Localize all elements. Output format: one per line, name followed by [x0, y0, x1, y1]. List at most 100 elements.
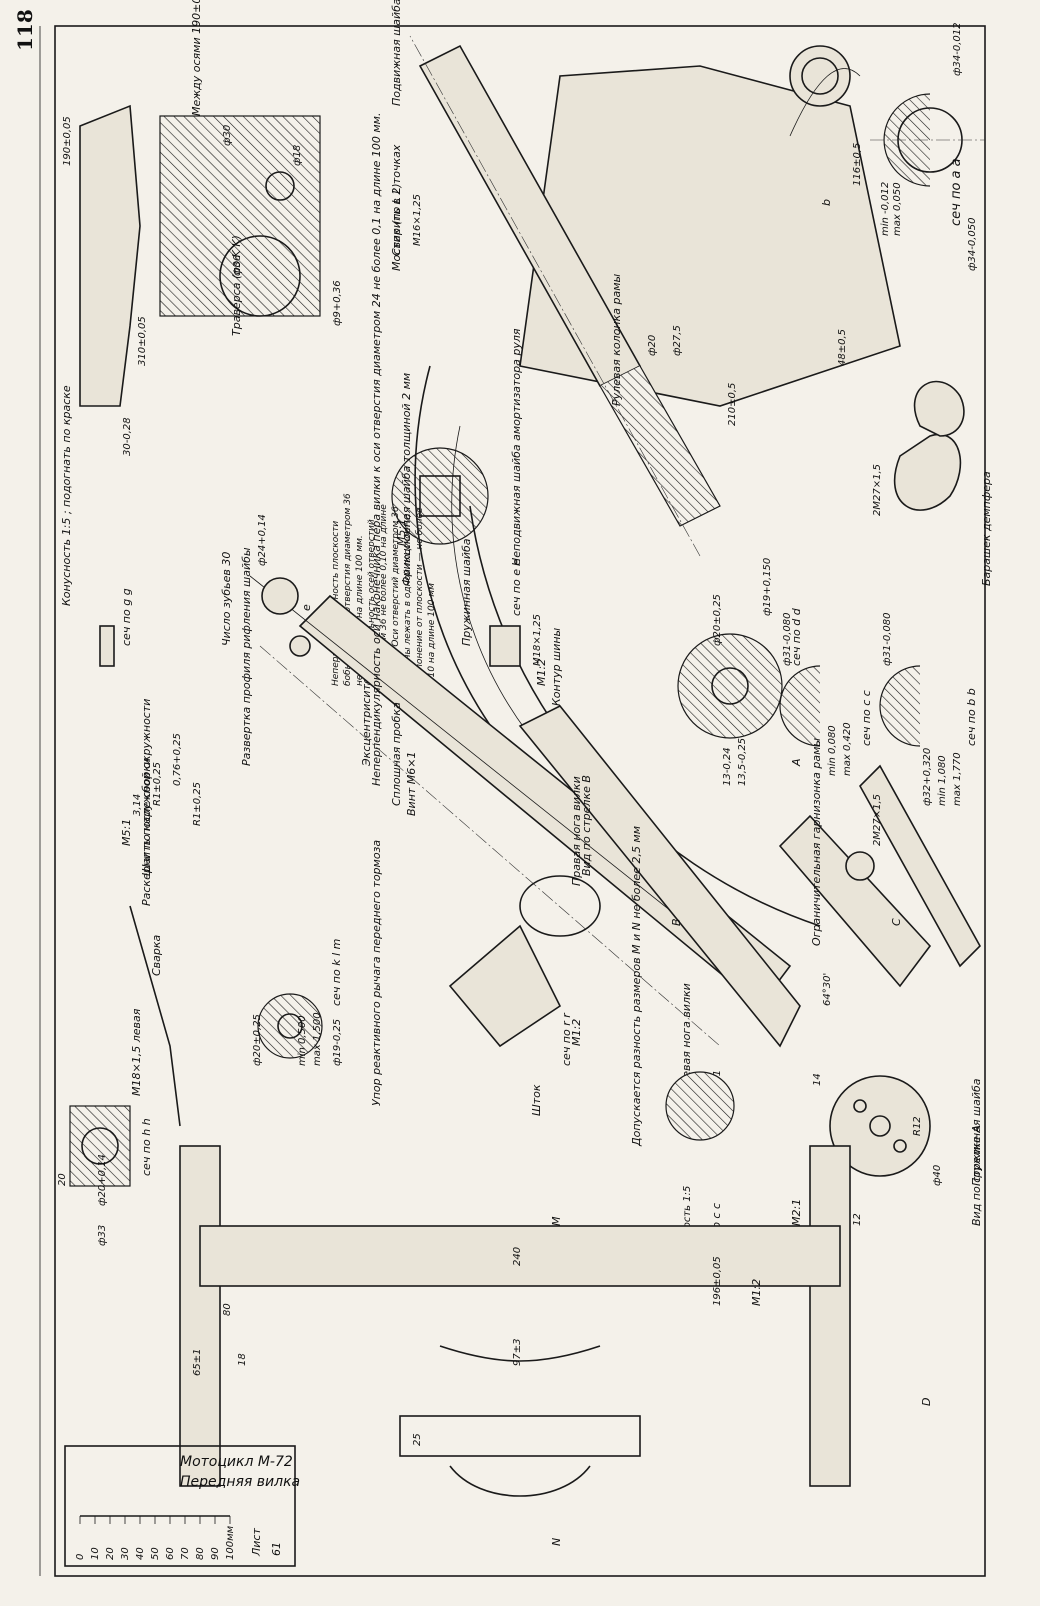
fork-legs: ф24+0,14 e Неперпендикулярность оси нако… [249, 113, 801, 1048]
scale-tick-label: 40 [135, 1547, 146, 1560]
dim-d9: ф9+0,36 [332, 280, 343, 326]
label-between-axes: Между осями 190±0,05 [190, 0, 203, 116]
scale-tick-label: 70 [180, 1547, 191, 1560]
frame-border [54, 25, 986, 1577]
label-steering-column: Рулевая колонка рамы [610, 273, 623, 406]
section-hh: сеч по h h ф20+0,14 20 ф33 [57, 1105, 153, 1246]
dim-d40: ф40 [932, 1165, 943, 1186]
dim-d20: ф20 [647, 335, 658, 356]
section-dd-label: сеч по d d [790, 607, 803, 666]
dim-30: 30-0,28 [122, 417, 133, 456]
scale-tick-label: 90 [210, 1547, 221, 1560]
label-view-b: Вид по стрелке В [580, 775, 593, 876]
label-spring-washer2: Пружинная шайба [970, 1078, 983, 1186]
dim-d20b: ф20±0,25 [712, 594, 723, 646]
label-left-nut: М18×1,5 левая [130, 1008, 143, 1096]
dim-d34a: ф34-0,012 [952, 22, 963, 76]
sheet-no: 61 [270, 1542, 283, 1556]
washer-detail: Неподвижная шайба амортизатора руля Фрик… [391, 328, 523, 586]
scale-tick-label: 80 [195, 1547, 206, 1560]
dim-116: 116±0,5 [852, 143, 863, 186]
label-view-a: Вид по стрелке А [970, 1125, 983, 1226]
label-spring-washer: Пружинная шайба [460, 538, 473, 646]
label-fixed-washer: Неподвижная шайба амортизатора руля [510, 328, 523, 566]
dim-r1: R1±0,25 [152, 762, 163, 806]
dim-d32: ф32+0,320 [922, 748, 933, 806]
scale-tick-label: 20 [105, 1547, 116, 1560]
section-gg-label: сеч по g g [120, 588, 133, 646]
dim-d30: ф30 [222, 125, 233, 146]
dim-max1770: max 1,770 [952, 752, 963, 806]
label-m12c: М1:2 [750, 1279, 763, 1306]
dim-d275: ф27,5 [672, 325, 683, 356]
dim-r2: R1±0,25 [192, 782, 203, 826]
label-plug: Сплошная пробка [390, 702, 403, 806]
dim-max420: max 0,420 [842, 722, 853, 776]
label-profile: Развертка профиля рифления шайбы [240, 547, 253, 766]
sheet-label: Лист [250, 1528, 263, 1557]
dim-190: 190±0,05 [62, 116, 73, 166]
dim-d19b: ф19-0,25 [332, 1019, 343, 1066]
dim-97: 97±3 [512, 1339, 523, 1366]
traverse-profile: 190±0,05 310±0,05 30-0,28 Конусность 1:5… [60, 104, 148, 606]
label-left-leg: Левая нога вилки [680, 983, 693, 1087]
dim-135: 13,5-0,25 [737, 738, 748, 786]
dim-48: 48±0,5 [837, 329, 848, 366]
dim-20: 20 [57, 1173, 68, 1186]
letter-B: B [670, 918, 683, 926]
letter-M: M [550, 1216, 563, 1226]
letter-D: D [920, 1398, 933, 1406]
scale-tick-label: 30 [120, 1547, 131, 1560]
dim-18: 18 [237, 1353, 248, 1366]
section-klm-label: сеч по k l m [330, 939, 343, 1006]
label-unclamp: Раскернить после сборки [140, 758, 153, 906]
dim-310: 310±0,05 [137, 316, 148, 366]
section-ee-label: сеч по е е [510, 559, 523, 616]
dim-64: 64°30' [822, 973, 833, 1006]
section-cc-label: сеч по с с [860, 690, 873, 746]
label-reactive-lever: Упор реактивного рычага переднего тормоз… [370, 840, 383, 1106]
dim-min1080: min 1,080 [937, 755, 948, 806]
dim-min500: min 0,500 [297, 1015, 308, 1066]
label-frame-limiter: Ограничительная гарнизонка рамы [810, 738, 823, 946]
steering-column: ф20 ф27,5 Рулевая колонка рамы 210±0,5 [409, 35, 738, 557]
dim-m27a: 2М27×1,5 [872, 464, 883, 516]
page-number: 118 [13, 9, 37, 51]
scale-tick-label: 0 [75, 1554, 86, 1560]
label-screw: Винт М6×1 [405, 752, 418, 817]
dim-r12: R12 [912, 1116, 923, 1136]
label-nonperp2: Неперпендикулярность оси наконечника пер… [370, 113, 383, 786]
label-teeth: Число зубьев 30 [220, 552, 233, 646]
dim-d18: ф18 [292, 145, 303, 166]
letter-e: e [300, 604, 313, 611]
label-right-leg: Правая нога вилки [570, 776, 583, 886]
view-b-group: Вид по стрелке В Правая нога вилки М1:2 … [448, 775, 693, 1116]
dim-d34b: ф34-0,050 [967, 217, 978, 271]
label-tire-contour: Контур шины [550, 627, 563, 706]
section-ee: сеч по е е Пружинная шайба М18×1,25 [460, 538, 543, 667]
section-bb-cc: сеч по b b сеч по с с ф31-0,080 ф31-0,08… [779, 612, 978, 806]
label-taper-note: Конусность 1:5 ; подогнать по краске [60, 385, 73, 606]
dim-m16: М16×1,25 [412, 194, 423, 246]
label-weld-2pts: Сварить в 2 точках [390, 144, 403, 256]
dim-max1500: max 1,500 [312, 1012, 323, 1066]
dim-d33: ф33 [97, 1225, 108, 1246]
eccentricity-group: Эксцентриситет билки Число зубьев 30 сеч… [99, 547, 373, 906]
dim-240: 240 [512, 1247, 523, 1266]
section-bb-label: сеч по b b [965, 688, 978, 746]
dim-d20c: ф20±0,25 [252, 1014, 263, 1066]
dim-max050: max 0,050 [892, 182, 903, 236]
scale-tick-label: 60 [165, 1547, 176, 1560]
label-pitch: Шаг по наружной окружности [140, 699, 153, 876]
scale-tick-label: 10 [90, 1547, 101, 1560]
label-weld: Сварка [150, 934, 163, 976]
label-allowed-gap: Допускается разность размеров М и N не б… [630, 826, 643, 1147]
dim-25: 25 [412, 1433, 423, 1446]
dim-d19: ф19+0,150 [762, 558, 773, 616]
damper-knob: Барашек демпфера 2М27×1,5 [872, 380, 993, 586]
section-klm: сеч по k l m ф19-0,25 max 1,500 min 0,50… [129, 840, 383, 1127]
label-damper-knob: Барашек демпфера [980, 471, 993, 586]
dim-13: 13-0,24 [722, 747, 733, 786]
